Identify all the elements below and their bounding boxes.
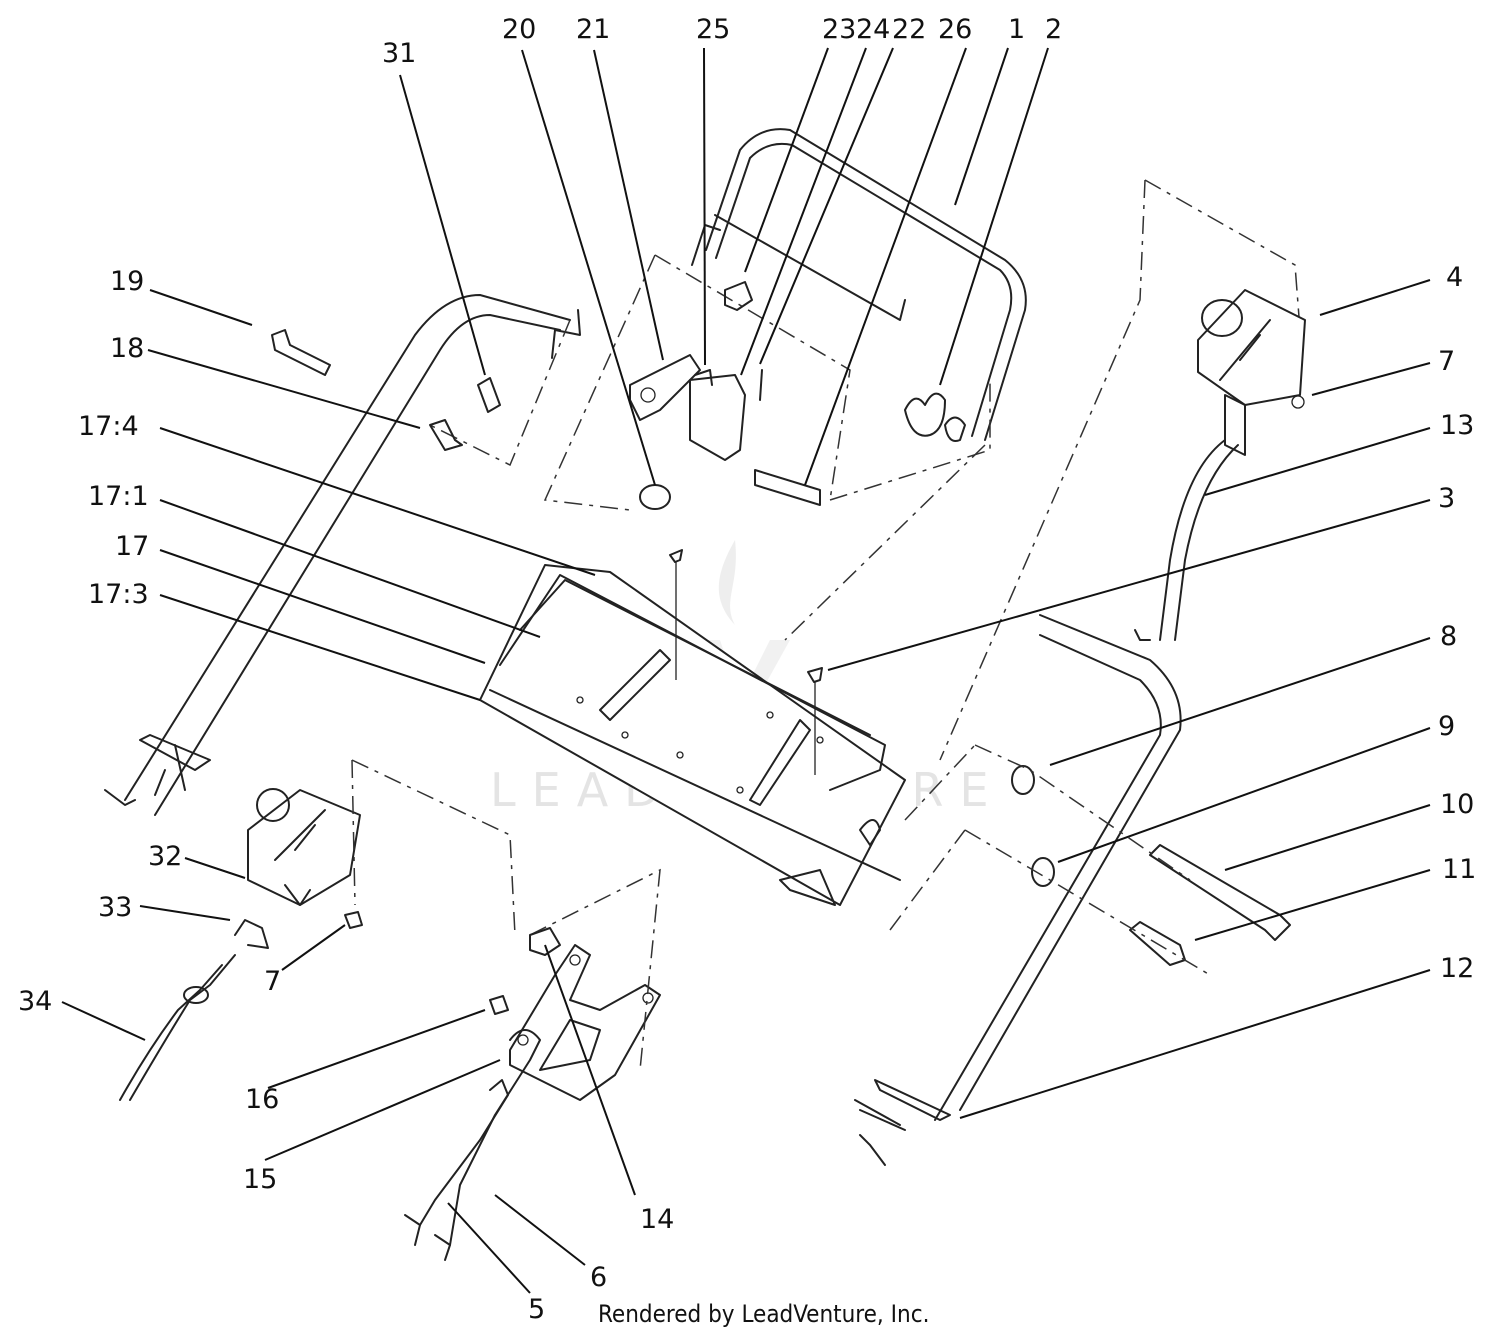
- assembly-line: [351, 759, 516, 936]
- callout-23: 23: [822, 14, 856, 45]
- assembly-line: [829, 380, 991, 501]
- assembly-line: [939, 179, 1146, 761]
- bolt-19: [271, 329, 331, 376]
- callout-17: 17: [115, 531, 149, 562]
- leader-lines: [61, 47, 1431, 1294]
- callout-17-3: 17:3: [88, 579, 149, 610]
- cable-5: [404, 1079, 509, 1246]
- cam-24: [689, 369, 746, 461]
- sleeve-2: [754, 469, 821, 506]
- pin-22: [759, 369, 763, 401]
- callout-6: 6: [590, 1262, 607, 1293]
- right-handle-tube: [854, 614, 1182, 1166]
- callout-18: 18: [110, 333, 144, 364]
- callout-14: 14: [640, 1204, 674, 1235]
- nut-14: [529, 927, 561, 956]
- callout-13: 13: [1440, 410, 1474, 441]
- ring-20: [639, 484, 671, 510]
- callout-32: 32: [148, 841, 182, 872]
- assembly-line: [964, 829, 1211, 976]
- nut-23: [724, 281, 753, 311]
- callout-labels: 20 21 25 23 24 22 26 1 2 31 19 18 17:4 1…: [18, 14, 1476, 1325]
- callout-9: 9: [1438, 711, 1455, 742]
- assembly-line: [974, 744, 1191, 881]
- switch-4: [1197, 289, 1306, 456]
- assembly-line: [784, 444, 986, 641]
- callout-1: 1: [1008, 14, 1025, 45]
- callout-15: 15: [243, 1164, 277, 1195]
- callout-10: 10: [1440, 789, 1474, 820]
- callout-7-left: 7: [264, 966, 281, 997]
- washer-9: [1031, 857, 1055, 887]
- assembly-line: [529, 868, 661, 1071]
- callout-21: 21: [576, 14, 610, 45]
- callout-31: 31: [382, 38, 416, 69]
- assembly-line: [654, 254, 851, 501]
- control-panel: [479, 564, 906, 906]
- assembly-line: [351, 759, 356, 906]
- assembly-line: [429, 319, 571, 467]
- spring-26: [904, 392, 946, 437]
- bolt-18: [429, 419, 463, 451]
- callout-25: 25: [696, 14, 730, 45]
- callout-33: 33: [98, 892, 132, 923]
- callout-20: 20: [502, 14, 536, 45]
- callout-11: 11: [1442, 854, 1476, 885]
- bracket-15: [509, 944, 661, 1101]
- credit-text: Rendered by LeadVenture, Inc.: [598, 1300, 929, 1328]
- cable-13: [1134, 439, 1239, 641]
- nut-7-left: [344, 911, 363, 929]
- assembly-line: [1144, 179, 1301, 331]
- callout-19: 19: [110, 266, 144, 297]
- callout-5: 5: [528, 1294, 545, 1325]
- callout-3: 3: [1438, 483, 1455, 514]
- callout-16: 16: [245, 1084, 279, 1115]
- assembly-line: [543, 254, 656, 511]
- callout-2: 2: [1045, 14, 1062, 45]
- callout-12: 12: [1440, 953, 1474, 984]
- cable-34: [119, 954, 236, 1101]
- upper-handle: [691, 128, 1027, 442]
- callout-17-1: 17:1: [88, 481, 149, 512]
- screw-3: [807, 667, 823, 775]
- callout-4: 4: [1446, 262, 1463, 293]
- callout-26: 26: [938, 14, 972, 45]
- left-handle-tube: [104, 294, 581, 816]
- callout-7-right: 7: [1438, 346, 1455, 377]
- rod-end-6: [434, 1029, 541, 1261]
- callout-17-4: 17:4: [78, 411, 139, 442]
- bolt-11: [1129, 921, 1186, 966]
- callout-34: 34: [18, 986, 52, 1017]
- callout-24: 24: [856, 14, 890, 45]
- bolt-31: [477, 377, 501, 413]
- assembly-line: [889, 829, 966, 931]
- screw-17-4: [669, 549, 683, 680]
- callout-8: 8: [1440, 621, 1457, 652]
- assembly-line: [904, 744, 976, 821]
- nut-16: [489, 995, 509, 1015]
- clip-33: [234, 919, 269, 949]
- bolt-10: [1149, 844, 1291, 941]
- switch-32: [247, 788, 361, 906]
- callout-22: 22: [892, 14, 926, 45]
